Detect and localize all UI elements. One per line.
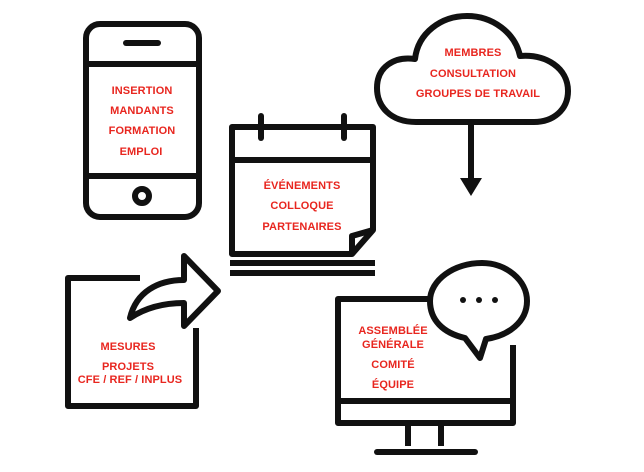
cloud-label-groupes: GROUPES DE TRAVAIL [415, 88, 541, 100]
phone-label-formation: FORMATION [108, 125, 176, 137]
calendar-icon [229, 113, 376, 276]
calendar-label-partenaires: PARTENAIRES [262, 221, 342, 233]
monitor-chat-icon [335, 260, 530, 455]
down-arrow-icon [460, 178, 482, 196]
smartphone-icon [83, 21, 202, 220]
cloud-label-consultation: CONSULTATION [429, 68, 517, 80]
monitor-label-equipe: ÉQUIPE [371, 379, 415, 391]
share-label-cfe: CFE / REF / INPLUS [77, 374, 183, 386]
calendar-label-colloque: COLLOQUE [270, 200, 334, 212]
monitor-label-assemblee: ASSEMBLÉE [358, 325, 428, 337]
share-label-mesures: MESURES [100, 341, 156, 353]
cloud-label-membres: MEMBRES [444, 47, 502, 59]
phone-label-insertion: INSERTION [111, 85, 173, 97]
ellipsis-icon [460, 297, 498, 303]
calendar-label-evenements: ÉVÉNEMENTS [263, 180, 341, 192]
monitor-label-generale: GÉNÉRALE [362, 339, 424, 351]
share-label-projets: PROJETS [101, 361, 155, 373]
monitor-label-comite: COMITÉ [371, 359, 415, 371]
cloud-icon [374, 13, 571, 193]
phone-label-emploi: EMPLOI [119, 146, 163, 158]
share-arrow-icon [65, 253, 221, 409]
phone-label-mandants: MANDANTS [110, 105, 174, 117]
